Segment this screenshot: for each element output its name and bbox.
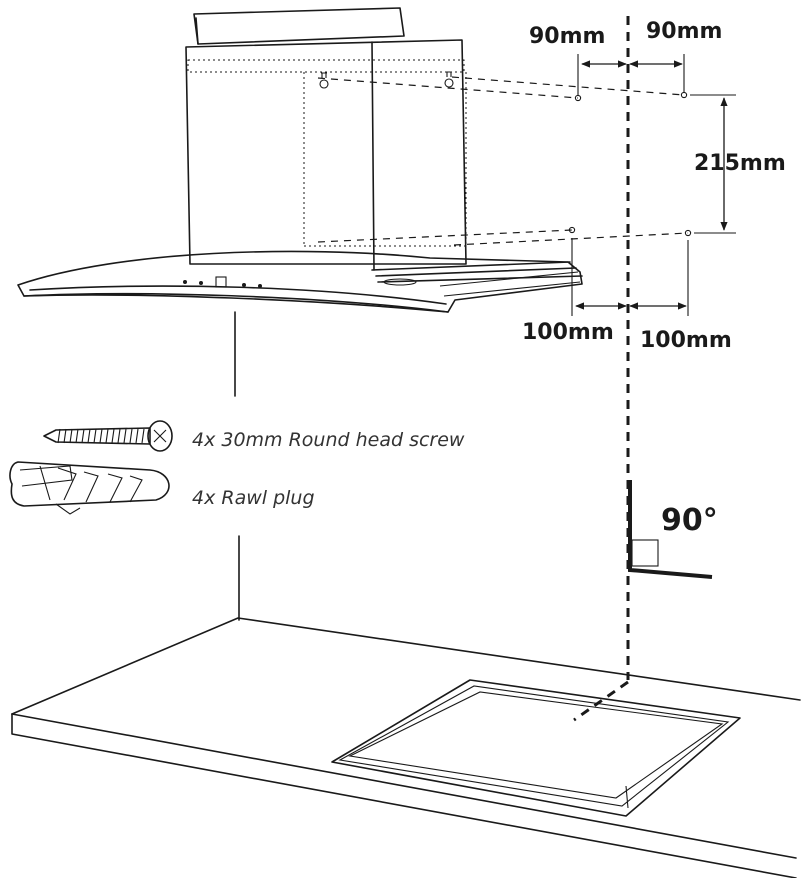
control-button-icon <box>199 281 203 285</box>
chimney-cover <box>185 7 467 271</box>
hob <box>331 679 741 817</box>
control-button-icon <box>258 284 262 288</box>
control-button-icon <box>242 283 246 287</box>
right-angle-icon <box>628 480 713 579</box>
worktop <box>11 617 801 878</box>
hood-canopy <box>17 250 583 313</box>
control-panel <box>183 276 262 288</box>
screw-icon <box>43 420 173 452</box>
dimension-label-bottom-right: 100mm <box>640 328 732 353</box>
dimension-label-top-right: 90mm <box>646 19 722 44</box>
angle-label: 90° <box>661 503 718 538</box>
dimension-label-bottom-left: 100mm <box>522 320 614 345</box>
dimension-arrows <box>575 60 728 310</box>
mounting-hole-icon <box>568 226 576 234</box>
mounting-hole-icon <box>684 229 692 237</box>
control-button-icon <box>183 280 187 284</box>
screw-caption: 4x 30mm Round head screw <box>192 429 465 451</box>
keyhole-bracket-icon <box>319 71 454 89</box>
mounting-hole-icon <box>680 91 688 99</box>
rawl-plug-icon <box>9 461 170 515</box>
mounting-guides <box>317 54 736 316</box>
center-line <box>573 680 629 722</box>
rawl-plug-caption: 4x Rawl plug <box>192 487 315 509</box>
dimension-label-vertical: 215mm <box>694 151 786 176</box>
display-icon <box>215 276 227 288</box>
dimension-label-top-left: 90mm <box>529 24 605 49</box>
